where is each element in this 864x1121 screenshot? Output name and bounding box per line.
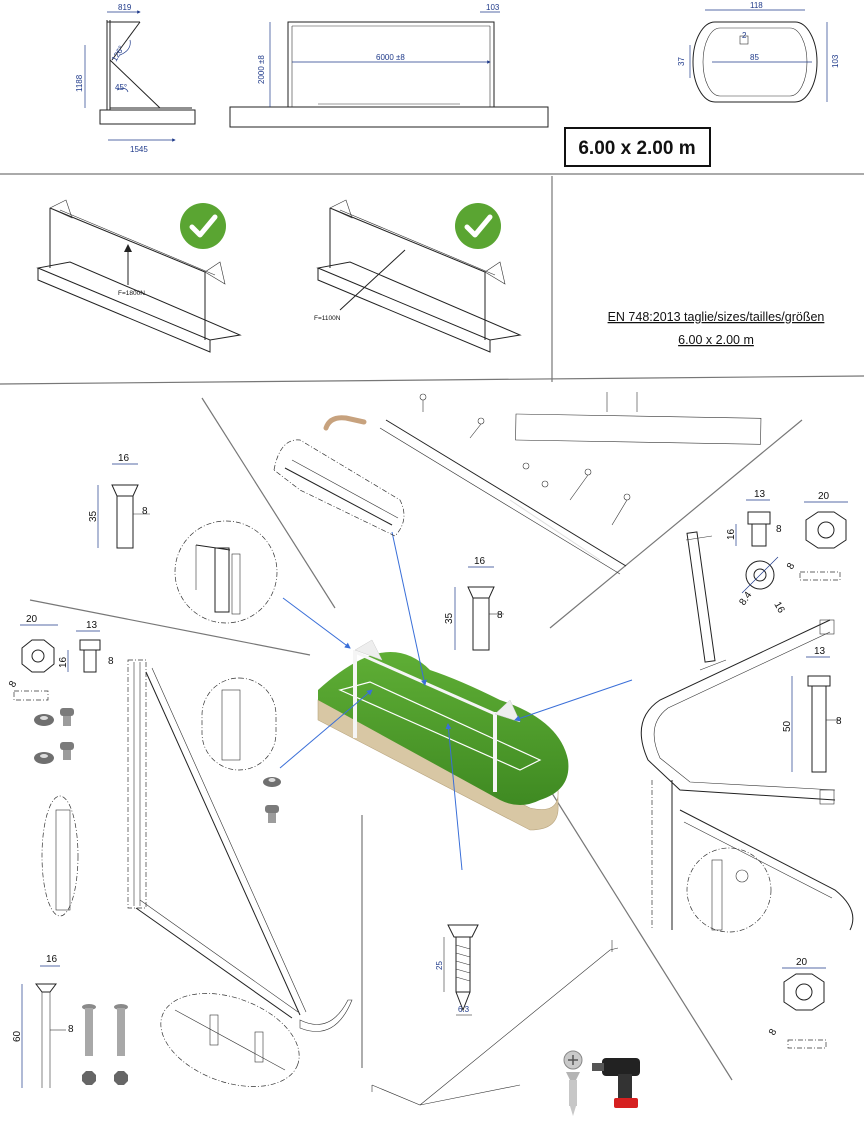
nut-right-top-drawing — [799, 501, 848, 581]
detail-circle-post-top — [174, 520, 278, 624]
bolt-right-diameter: 8 — [836, 716, 842, 727]
head-right-width: 13 — [754, 489, 766, 500]
head-right-height: 16 — [726, 528, 737, 540]
crossbar-exploded-drawing — [273, 392, 762, 575]
bolt-b-length: 35 — [444, 612, 455, 624]
side-dim-angle2: 45° — [115, 83, 127, 92]
nut-left-drawing — [13, 624, 101, 701]
side-dim-height: 1188 — [75, 74, 84, 92]
hardware-pieces-bottom — [82, 1004, 128, 1085]
nut-left-width: 20 — [26, 614, 38, 625]
head-right-diameter: 8 — [776, 524, 782, 535]
size-badge-text: 6.00 x 2.00 m — [578, 138, 695, 159]
goal-3d-render — [317, 639, 569, 831]
washer-inner-diameter: 8.4 — [737, 590, 754, 608]
front-dim-height: 2000 ±8 — [257, 55, 266, 84]
front-dim-post: 103 — [486, 3, 500, 12]
side-dim-base: 1545 — [130, 145, 148, 154]
washer-outer-diameter: 16 — [771, 600, 786, 616]
bolt-bottom-width: 16 — [46, 954, 58, 965]
standard-line-1: EN 748:2013 taglie/sizes/tailles/größen — [608, 310, 825, 324]
bolt-b-diameter: 8 — [497, 610, 503, 621]
right-bracket-drawing — [640, 531, 854, 933]
size-badge — [564, 127, 711, 167]
section-dim-width: 118 — [750, 1, 763, 10]
check-badge-icon — [180, 203, 226, 249]
standard-line-2: 6.00 x 2.00 m — [678, 333, 754, 347]
load-test-drawing-1 — [36, 199, 242, 353]
callout-arrow — [445, 723, 463, 871]
bolt-right-length: 50 — [782, 720, 793, 732]
callout-arrow — [279, 689, 373, 769]
bolt-a-length: 35 — [88, 510, 99, 522]
side-view-drawing — [84, 10, 196, 142]
section-dim-side: 37 — [677, 57, 686, 66]
hardware-pieces-left — [34, 708, 281, 823]
head-right-drawing — [735, 499, 771, 547]
nut-right-bottom-drawing — [782, 967, 827, 1049]
nut-right-bottom-width: 20 — [796, 957, 808, 968]
bolt-a-width: 16 — [118, 453, 130, 464]
side-dim-top: 819 — [118, 3, 132, 12]
callout-arrow — [391, 531, 427, 686]
left-post-drawing — [41, 659, 353, 1087]
front-view-drawing — [229, 11, 549, 128]
nut-right-top-width: 20 — [818, 491, 830, 502]
guide-line — [549, 789, 733, 1081]
front-dim-width: 6000 ±8 — [376, 53, 405, 62]
guide-line — [549, 419, 803, 629]
screw-length: 25 — [435, 961, 444, 970]
section-dim-height: 103 — [831, 54, 840, 68]
washer-drawing — [741, 556, 779, 594]
screw-diameter: 6.3 — [458, 1005, 470, 1014]
callout-arrow — [514, 679, 633, 722]
head-left-width: 13 — [86, 620, 98, 631]
profile-section-drawing — [689, 9, 828, 103]
bolt-right-drawing — [791, 656, 840, 773]
guide-line — [201, 397, 336, 609]
section-dim-slot: 2 — [742, 31, 747, 40]
section-dim-inner: 85 — [750, 53, 759, 62]
divider-middle — [0, 375, 864, 385]
force-label-1: F=1800N — [118, 290, 145, 297]
callout-arrow — [282, 597, 351, 649]
bolt-bottom-diameter: 8 — [68, 1024, 74, 1035]
self-tapping-screw-drawing — [443, 924, 479, 1016]
bolt-b-drawing — [454, 566, 504, 651]
net-frame-drawing — [371, 940, 619, 1106]
force-label-2: F=1100N — [314, 315, 341, 322]
check-badge-icon — [455, 203, 501, 249]
head-left-diameter: 8 — [108, 656, 114, 667]
bolt-right-width: 13 — [814, 646, 826, 657]
bolt-a-diameter: 8 — [142, 506, 148, 517]
screw-icon — [563, 1050, 583, 1116]
bolt-b-width: 16 — [474, 556, 486, 567]
nut-right-top-diameter: 8 — [785, 561, 798, 572]
guide-line — [29, 599, 311, 656]
bolt-a-drawing — [97, 463, 150, 549]
nut-left-diameter: 8 — [7, 679, 20, 690]
bolt-bottom-length: 60 — [12, 1030, 23, 1042]
nut-right-bottom-diameter: 8 — [767, 1027, 780, 1038]
head-left-height: 16 — [58, 656, 69, 668]
bolt-bottom-drawing — [21, 965, 66, 1088]
load-test-drawing-2 — [316, 199, 522, 353]
drill-icon — [592, 1058, 640, 1108]
